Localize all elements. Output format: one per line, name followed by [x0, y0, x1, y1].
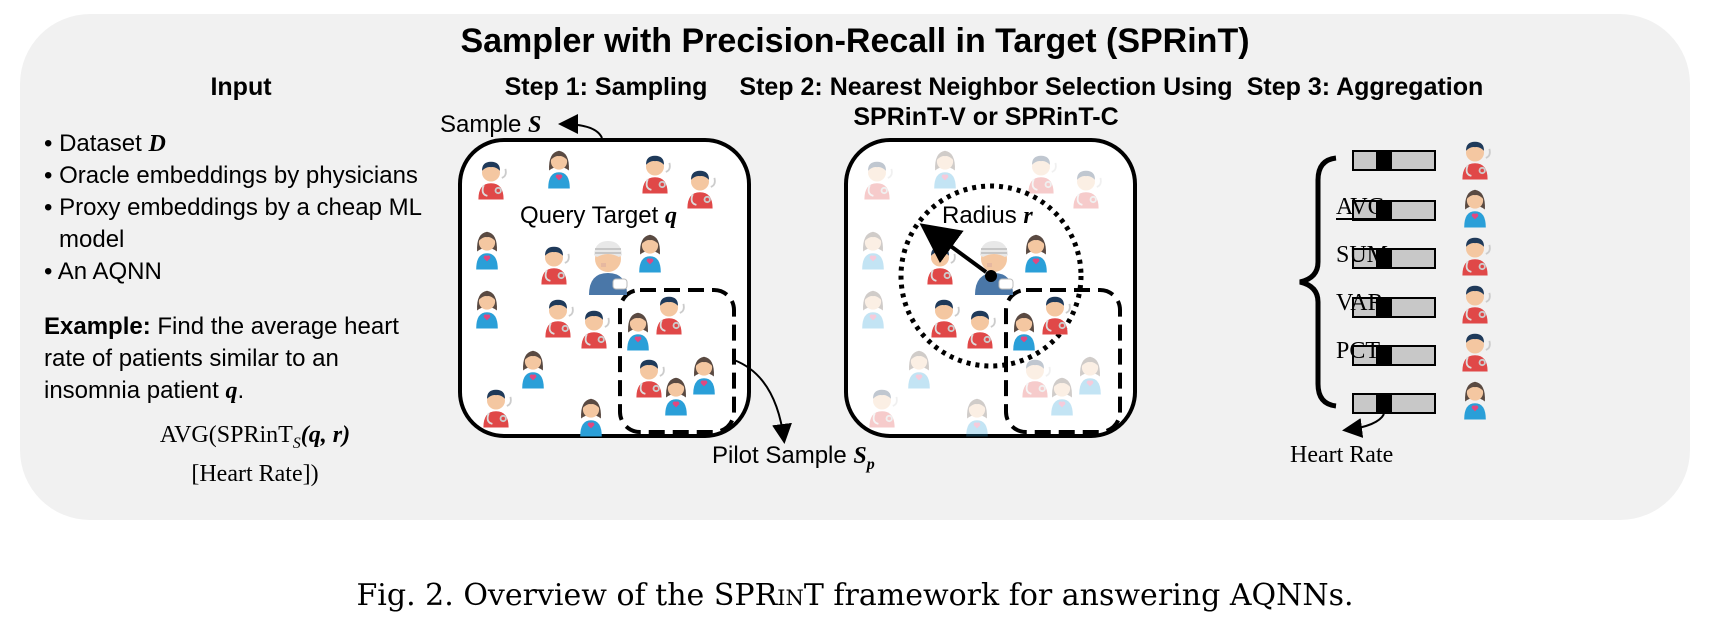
- radius-label: Radius r: [942, 202, 1033, 229]
- step3-heading: Step 3: Aggregation: [1246, 73, 1484, 101]
- query-target-label: Query Target q: [520, 202, 677, 229]
- agg-pct: PCT: [1336, 338, 1381, 364]
- diagram-title: Sampler with Precision-Recall in Target …: [460, 22, 1250, 60]
- heart-rate-label: Heart Rate: [1290, 442, 1394, 468]
- step2-heading-line2: SPRinT-V or SPRinT-C: [853, 103, 1119, 131]
- bullet-oracle: • Oracle embeddings by physicians: [44, 162, 418, 189]
- radius-circle: [898, 183, 1084, 369]
- input-bullets: • Dataset D • Oracle embeddings by physi…: [44, 128, 422, 288]
- input-heading: Input: [210, 73, 272, 101]
- query-formula: AVG(SPRinTS(q, r) [Heart Rate]): [159, 422, 351, 487]
- bullet-proxy: • Proxy embeddings by a cheap ML: [44, 194, 422, 221]
- agg-var: VAR: [1336, 290, 1384, 316]
- figure-caption: Fig. 2. Overview of the SPRinT framework…: [356, 578, 1354, 613]
- agg-avg: AVG: [1336, 194, 1385, 220]
- agg-sum: SUM: [1336, 242, 1389, 268]
- step2-heading-line1: Step 2: Nearest Neighbor Selection Using: [739, 73, 1233, 101]
- sample-label: Sample S: [440, 111, 542, 138]
- pilot-sample-label: Pilot Sample Sp: [712, 442, 875, 473]
- bullet-proxy-cont: model: [59, 226, 125, 253]
- heart-rate-bars: [1352, 150, 1436, 414]
- step1-heading: Step 1: Sampling: [504, 73, 708, 101]
- example-text: Example: Find the average heart rate of …: [44, 313, 399, 404]
- bullet-dataset: • Dataset D: [44, 130, 166, 157]
- bullet-aqnn: • An AQNN: [44, 258, 162, 285]
